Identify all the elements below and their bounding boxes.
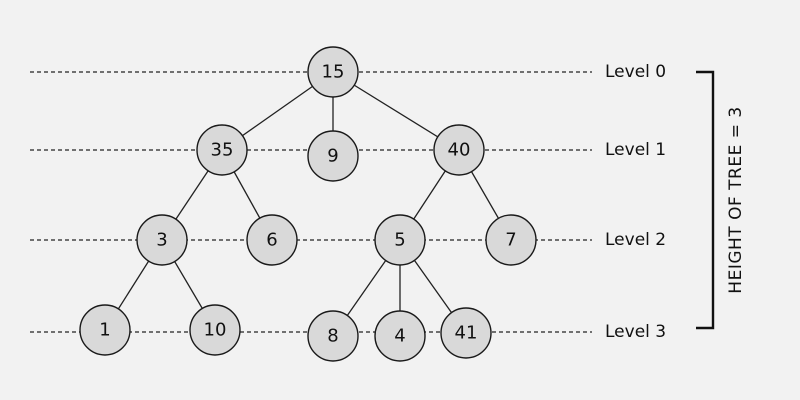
node-value: 6 [266,230,277,251]
node-circle [307,130,359,182]
node-circle [307,46,359,98]
level-labels: Level 0 Level 1 Level 2 Level 3 [605,62,666,342]
node-circle [374,214,426,266]
node-circle [307,310,359,362]
node-circle [433,124,485,176]
tree-node-3: 3 [136,214,188,266]
node-circle [246,214,298,266]
height-label: HEIGHT OF TREE = 3 [726,106,746,293]
tree-node-6: 6 [246,214,298,266]
tree-node-1: 1 [79,304,131,356]
node-value: 7 [505,230,516,251]
node-circle [189,304,241,356]
node-value: 40 [448,140,471,161]
level-0-label: Level 0 [605,62,666,82]
node-circle [374,310,426,362]
tree-node-9: 9 [307,130,359,182]
tree-node-40: 40 [433,124,485,176]
node-value: 35 [211,140,234,161]
tree-node-7: 7 [485,214,537,266]
level-2-label: Level 2 [605,230,666,250]
node-circle [196,124,248,176]
node-circle [485,214,537,266]
tree-node-41: 41 [440,307,492,359]
level-guide-lines [30,71,592,333]
node-circle [136,214,188,266]
tree-node-8: 8 [307,310,359,362]
height-bracket-line [696,70,715,330]
tree-nodes: 15 35 9 40 3 6 5 7 1 10 8 4 41 [79,46,537,362]
tree-node-35: 35 [196,124,248,176]
node-value: 5 [394,230,405,251]
tree-node-5: 5 [374,214,426,266]
level-3-label: Level 3 [605,322,666,342]
node-value: 3 [156,230,167,251]
level-1-label: Level 1 [605,140,666,160]
tree-node-10: 10 [189,304,241,356]
node-circle [79,304,131,356]
node-value: 4 [394,326,405,347]
tree-node-15: 15 [307,46,359,98]
tree-node-4: 4 [374,310,426,362]
node-value: 1 [99,320,110,341]
tree-edges [104,71,512,337]
node-value: 9 [327,146,338,167]
node-value: 10 [204,320,227,341]
node-value: 41 [455,323,478,344]
node-value: 8 [327,326,338,347]
height-bracket: HEIGHT OF TREE = 3 [696,70,746,330]
node-value: 15 [322,62,345,83]
node-circle [440,307,492,359]
